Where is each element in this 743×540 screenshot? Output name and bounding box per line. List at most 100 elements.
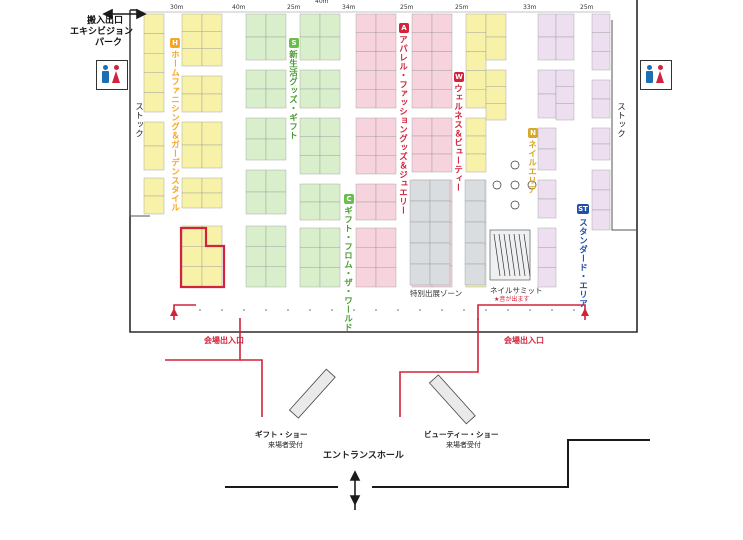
booth <box>265 138 287 161</box>
booth <box>537 179 557 200</box>
booth <box>465 135 487 155</box>
floor-marker <box>463 309 465 311</box>
booth <box>265 266 287 288</box>
booth <box>319 247 341 268</box>
dimension-label-6: 25m <box>455 4 469 11</box>
dimension-label-5: 25m <box>400 4 414 11</box>
booth <box>245 246 267 267</box>
equipment-symbols <box>199 160 575 311</box>
booth <box>143 92 165 113</box>
booth <box>355 32 377 52</box>
booth <box>355 267 377 288</box>
booth <box>555 13 575 38</box>
booth-special <box>429 263 451 286</box>
stage-hatch <box>518 233 526 277</box>
booth <box>201 192 223 209</box>
booth <box>355 201 377 221</box>
entrance-label-left: 会場出入口 <box>204 336 244 345</box>
restroom-left-icon <box>97 63 125 85</box>
floor-marker <box>485 309 487 311</box>
booth <box>431 70 453 90</box>
floor-marker <box>529 309 531 311</box>
zone-name-h: ホームファニシング＆ガーデンスタイル <box>169 50 180 212</box>
booth <box>411 88 433 109</box>
booth <box>201 75 223 95</box>
booth <box>555 69 575 87</box>
top-left-exit-line2: エキシビジョン <box>70 27 134 37</box>
booth <box>319 267 341 288</box>
booth <box>465 13 487 33</box>
booth <box>355 155 377 175</box>
booth <box>265 36 287 61</box>
beauty-reception-line1: ビューティー・ショー <box>424 430 499 439</box>
booth <box>591 127 611 145</box>
booth <box>299 117 321 137</box>
booth <box>355 51 377 71</box>
booth-special <box>409 242 431 265</box>
arrow-up-right <box>581 308 589 316</box>
booth <box>555 103 575 121</box>
nail-summit-label: ネイルサミット <box>490 286 543 295</box>
zone-name-c: ギフト・フロム・ザ・ワールド <box>342 206 353 332</box>
booth <box>181 75 203 95</box>
restroom-right-icon <box>641 63 669 85</box>
booth <box>555 36 575 61</box>
entrance-hall-walls <box>225 439 650 488</box>
booth <box>319 69 341 90</box>
booth <box>265 169 287 193</box>
booth <box>319 227 341 248</box>
zone-badge-w: W <box>454 72 464 82</box>
booth <box>431 135 453 155</box>
booth <box>537 267 557 288</box>
booth <box>465 153 487 173</box>
booth <box>537 36 557 61</box>
booth <box>375 13 397 33</box>
special-zone-label: 特別出展ゾーン <box>410 289 463 298</box>
booth <box>591 13 611 33</box>
restroom-left-frame <box>96 60 128 90</box>
booth <box>143 177 165 197</box>
booth <box>143 33 165 54</box>
booth <box>319 183 341 203</box>
booth <box>591 189 611 211</box>
booth <box>319 36 341 61</box>
booth <box>591 79 611 100</box>
booth <box>485 69 507 87</box>
dimension-label-1: 30m <box>170 4 184 11</box>
booth <box>299 88 321 109</box>
booth-special <box>464 179 486 202</box>
floor-marker <box>419 309 421 311</box>
stock-left-label: ストック <box>133 102 144 138</box>
booth <box>537 198 557 219</box>
booth <box>537 127 557 150</box>
booth <box>299 183 321 203</box>
booth <box>555 86 575 104</box>
booth-special <box>409 200 431 223</box>
floor-marker <box>243 309 245 311</box>
booth <box>375 88 397 109</box>
booth <box>591 32 611 52</box>
reception-counters <box>288 368 476 425</box>
zone-badge-s: S <box>289 38 299 48</box>
booth <box>591 169 611 191</box>
booth <box>375 183 397 203</box>
entrance-routes <box>165 304 586 417</box>
booth <box>265 191 287 215</box>
booth <box>299 227 321 248</box>
restroom-right-frame <box>640 60 672 90</box>
booth <box>355 247 377 268</box>
booth <box>591 209 611 231</box>
booth <box>465 51 487 71</box>
booth <box>591 143 611 161</box>
highlight-outline <box>179 226 226 289</box>
dimension-label-9: 40m <box>315 0 329 5</box>
booth-special <box>409 221 431 244</box>
stage-hatch <box>498 233 506 277</box>
booth <box>181 48 203 67</box>
booth <box>355 88 377 109</box>
booth <box>245 138 267 161</box>
floor-marker <box>221 309 223 311</box>
booth <box>245 36 267 61</box>
booth <box>411 153 433 173</box>
